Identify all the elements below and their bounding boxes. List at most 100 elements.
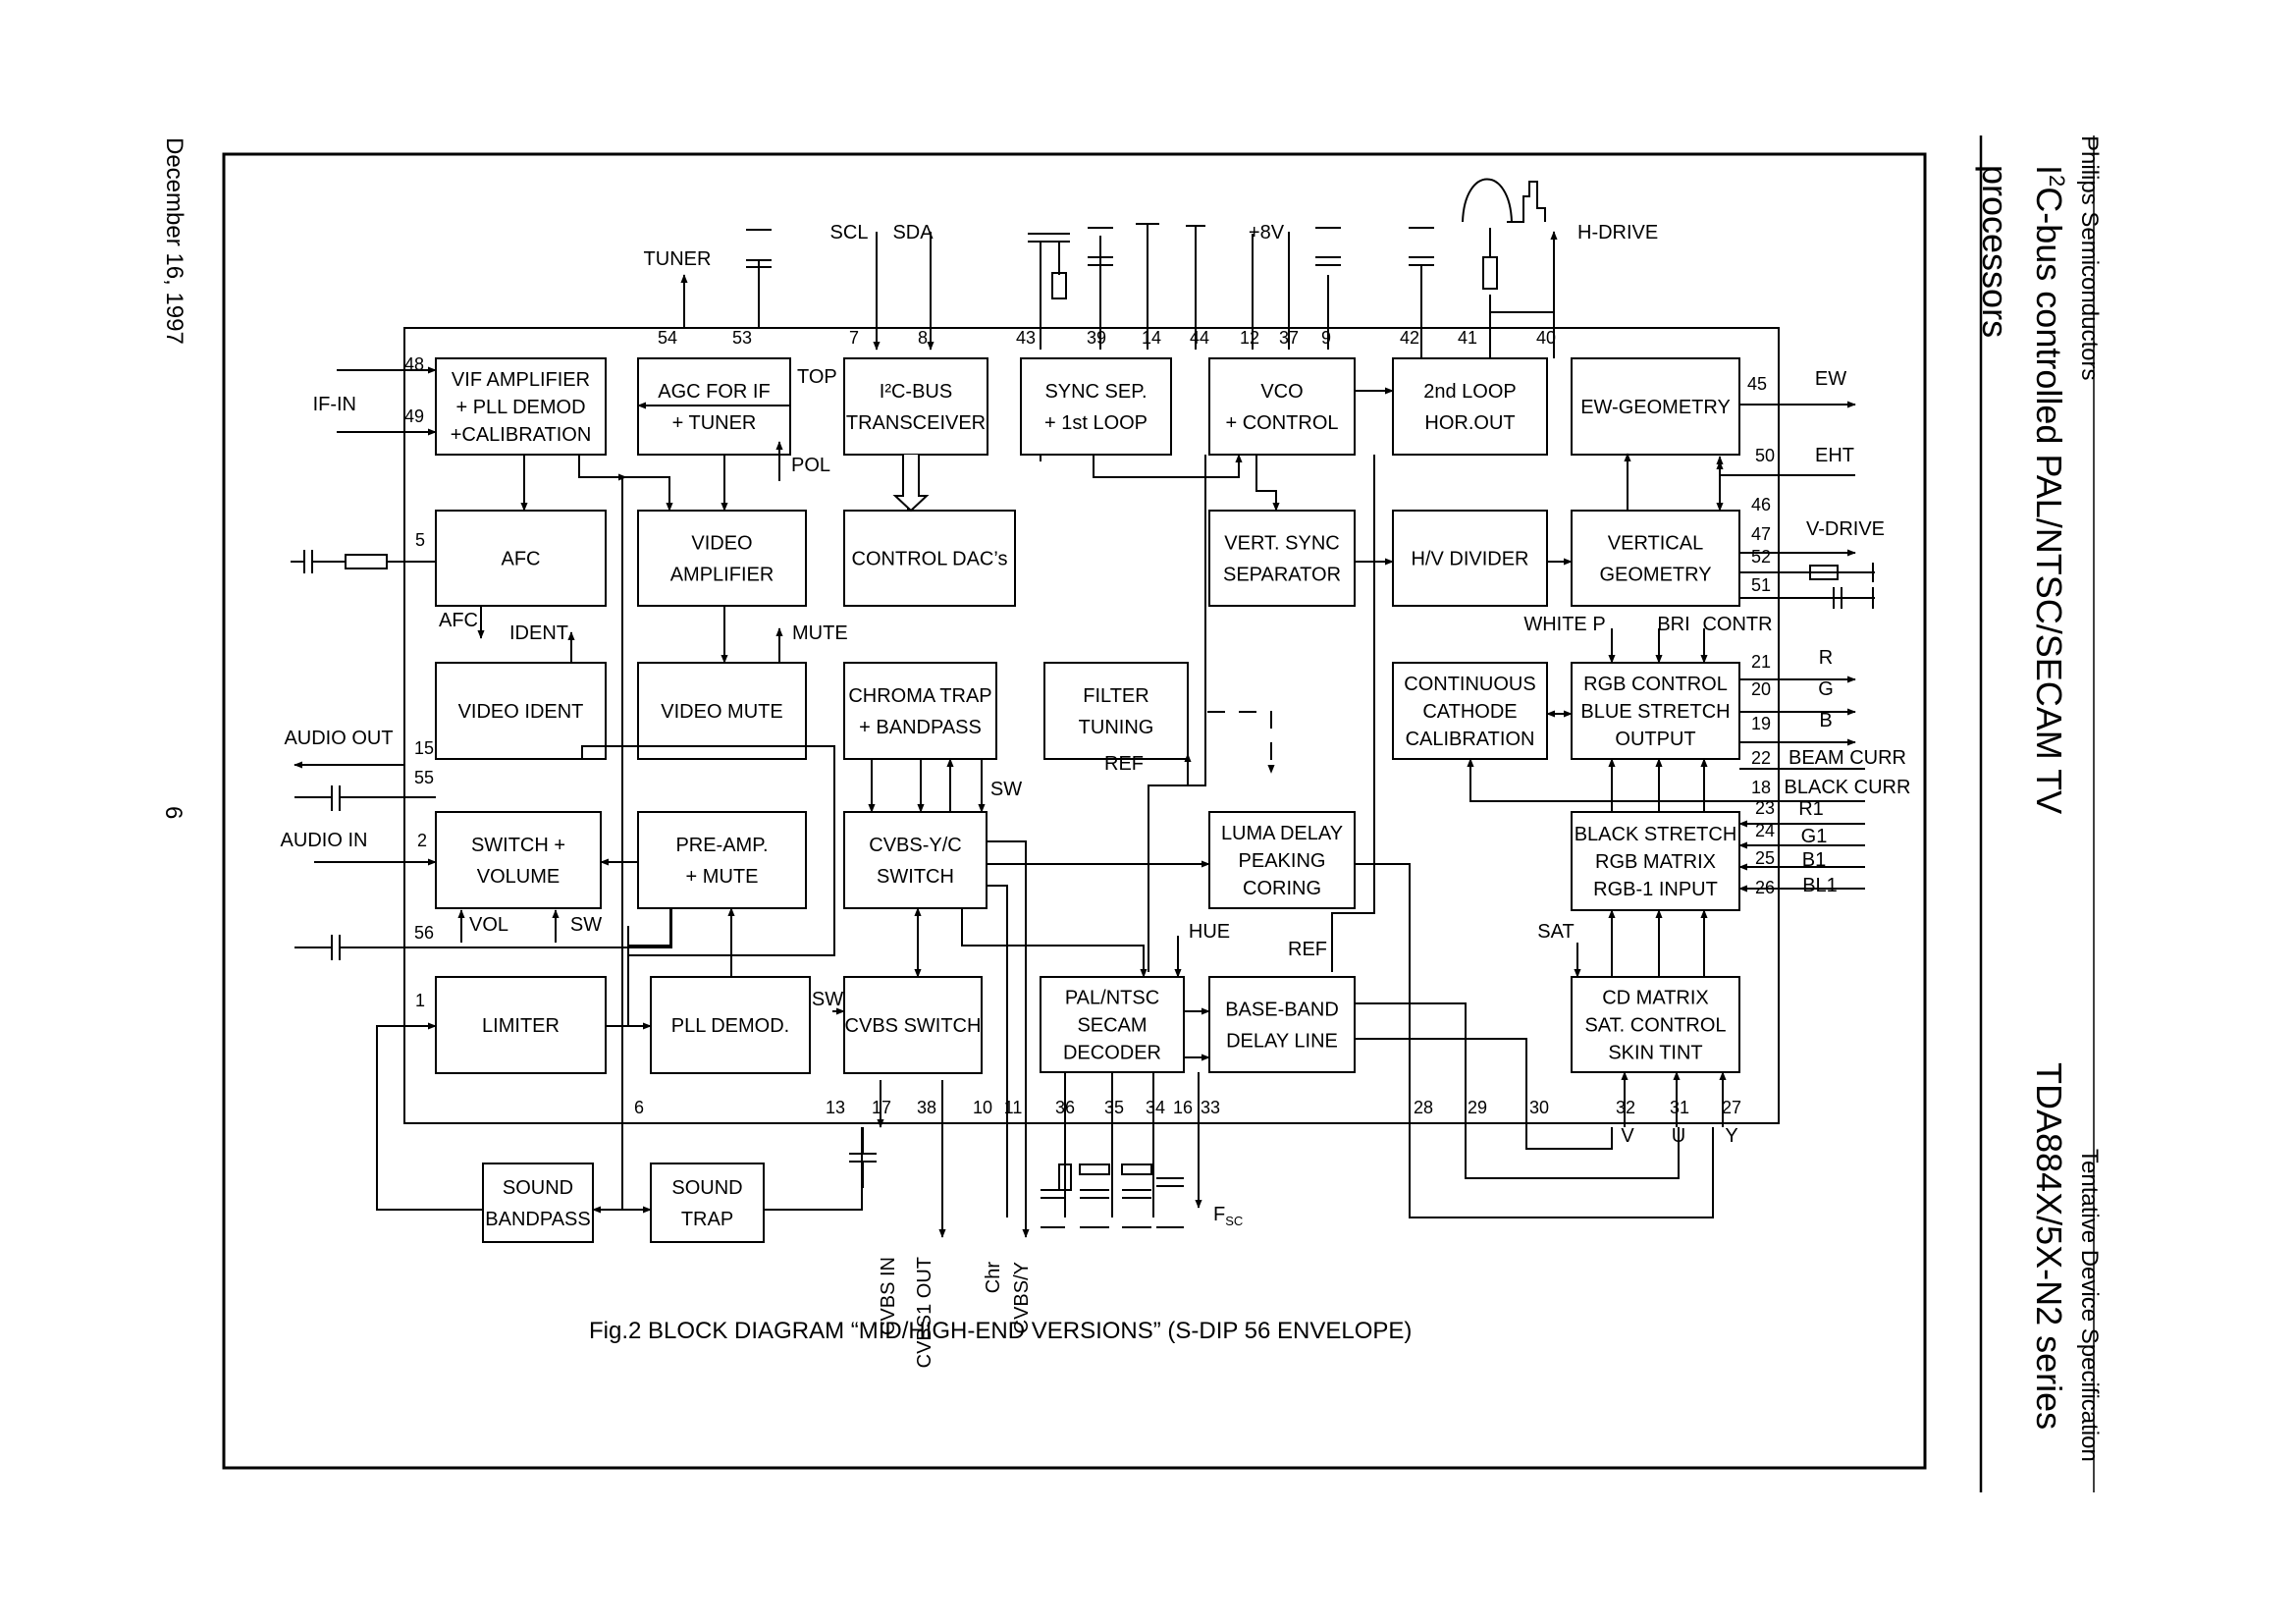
block-blacks-box — [1571, 811, 1740, 911]
block-chroma-label-1: + BANDPASS — [859, 717, 982, 738]
capacitor-53 — [746, 229, 772, 285]
label-pins-p45: 45 — [1747, 374, 1767, 394]
label-signals-whitep: WHITE P — [1523, 614, 1605, 635]
block-dac: CONTROL DAC’s — [843, 510, 1016, 607]
block-vamp-box — [637, 510, 807, 607]
label-pins-p20: 20 — [1751, 679, 1771, 699]
block-afc-box — [435, 510, 607, 607]
block-blacks-label-2: RGB-1 INPUT — [1593, 879, 1718, 900]
block-cdm-label-0: CD MATRIX — [1602, 988, 1709, 1009]
label-signals-r: R — [1819, 647, 1833, 669]
block-preamp: PRE-AMP.+ MUTE — [637, 811, 807, 909]
label-pins-p36: 36 — [1055, 1098, 1075, 1117]
block-vco-label-1: + CONTROL — [1225, 412, 1338, 434]
label-pins-p32: 32 — [1616, 1098, 1635, 1117]
label-pins-p12: 12 — [1240, 328, 1259, 348]
label-pins-p8: 8 — [918, 328, 928, 348]
label-signals-vol: VOL — [469, 914, 508, 936]
label-signals-sat: SAT — [1537, 921, 1574, 943]
label-pins-p17: 17 — [872, 1098, 891, 1117]
block-afc: AFC — [435, 510, 607, 607]
label-pins-p1: 1 — [415, 991, 425, 1010]
capacitor-39 — [1088, 227, 1113, 266]
block-filter-box — [1043, 662, 1189, 760]
label-pins-p40: 40 — [1536, 328, 1556, 348]
block-vgeo-label-0: VERTICAL — [1608, 533, 1703, 555]
block-decoder-label-1: SECAM — [1077, 1015, 1147, 1037]
block-vident-box — [435, 662, 607, 760]
block-hv-box — [1392, 510, 1548, 607]
label-pins-p25: 25 — [1755, 848, 1775, 868]
label-pins-p44: 44 — [1190, 328, 1209, 348]
cap-34 — [1122, 1189, 1151, 1228]
label-signals-sda: SDA — [892, 222, 934, 243]
block-cvbssw: CVBS SWITCH — [843, 976, 983, 1074]
label-pins-p2: 2 — [417, 831, 427, 850]
label-signals-top: TOP — [797, 366, 837, 388]
block-vgeo-label-1: GEOMETRY — [1599, 565, 1711, 586]
block-vsync-label-0: VERT. SYNC — [1224, 533, 1339, 555]
wire-vif-vamp — [578, 455, 673, 512]
label-signals-afc: AFC — [439, 610, 478, 631]
block-luma-box — [1208, 811, 1356, 909]
label-pins-p42: 42 — [1400, 328, 1419, 348]
label-signals-g: G — [1818, 678, 1834, 700]
ic-outline — [403, 327, 1780, 1124]
block-cdm-label-2: SKIN TINT — [1608, 1043, 1702, 1064]
label-signals-pol: POL — [791, 455, 830, 476]
capacitor-43b — [1048, 233, 1070, 275]
capacitor-9 — [1315, 227, 1341, 266]
block-vif-label-0: VIF AMPLIFIER — [452, 369, 590, 391]
block-chroma: CHROMA TRAP + BANDPASS — [843, 662, 997, 760]
block-sync-box — [1020, 357, 1172, 456]
block-dac-label-0: CONTROL DAC’s — [852, 549, 1008, 570]
label-pins-p37: 37 — [1279, 328, 1299, 348]
block-blacks-label-1: RGB MATRIX — [1595, 851, 1716, 873]
block-bbd-box — [1208, 976, 1356, 1073]
label-signals-vdrive: V-DRIVE — [1806, 518, 1885, 540]
label-pins-p53: 53 — [732, 328, 752, 348]
block-chroma-label-0: CHROMA TRAP — [848, 685, 991, 707]
block-dac-box — [843, 510, 1016, 607]
label-pins-p47: 47 — [1751, 524, 1771, 544]
block-ccc-label-0: CONTINUOUS — [1404, 674, 1535, 695]
label-pins-p52: 52 — [1751, 547, 1771, 567]
label-pins-p9: 9 — [1321, 328, 1331, 348]
label-signals-ident: IDENT — [509, 622, 568, 644]
label-pins-p48: 48 — [404, 354, 424, 374]
block-loop2-label-0: 2nd LOOP — [1423, 381, 1517, 403]
block-hv-label-0: H/V DIVIDER — [1411, 549, 1528, 570]
label-signals-b: B — [1819, 710, 1832, 731]
label-pins-p14: 14 — [1142, 328, 1161, 348]
label-fsc-sub: SC — [1225, 1214, 1243, 1228]
block-chroma-box — [843, 662, 997, 760]
block-cdm-label-1: SAT. CONTROL — [1584, 1015, 1726, 1037]
label-signals-b1: B1 — [1802, 849, 1826, 871]
label-signals-hdrive: H-DRIVE — [1577, 222, 1658, 243]
wire-p1-loop — [376, 1022, 483, 1211]
label-pins-p54: 54 — [658, 328, 677, 348]
block-vco: VCO+ CONTROL — [1208, 357, 1356, 456]
cap-13 — [849, 1127, 877, 1188]
block-ew: EW-GEOMETRY — [1571, 357, 1740, 456]
block-afc-label-0: AFC — [502, 549, 541, 570]
label-pins-p11: 11 — [1004, 1098, 1023, 1117]
label-pins-p28: 28 — [1414, 1098, 1433, 1117]
block-decoder-label-0: PAL/NTSC — [1065, 988, 1159, 1009]
label-pins-p30: 30 — [1529, 1098, 1549, 1117]
label-signals-cvbs_y: CVBS/Y — [1011, 1262, 1033, 1333]
label-pins-p41: 41 — [1458, 328, 1477, 348]
block-vgeo-box — [1571, 510, 1740, 607]
block-ccc-label-1: CATHODE — [1422, 701, 1517, 723]
cap-pin5 — [291, 550, 346, 573]
block-plld: PLL DEMOD. — [650, 976, 811, 1074]
block-preamp-label-1: + MUTE — [686, 866, 759, 888]
